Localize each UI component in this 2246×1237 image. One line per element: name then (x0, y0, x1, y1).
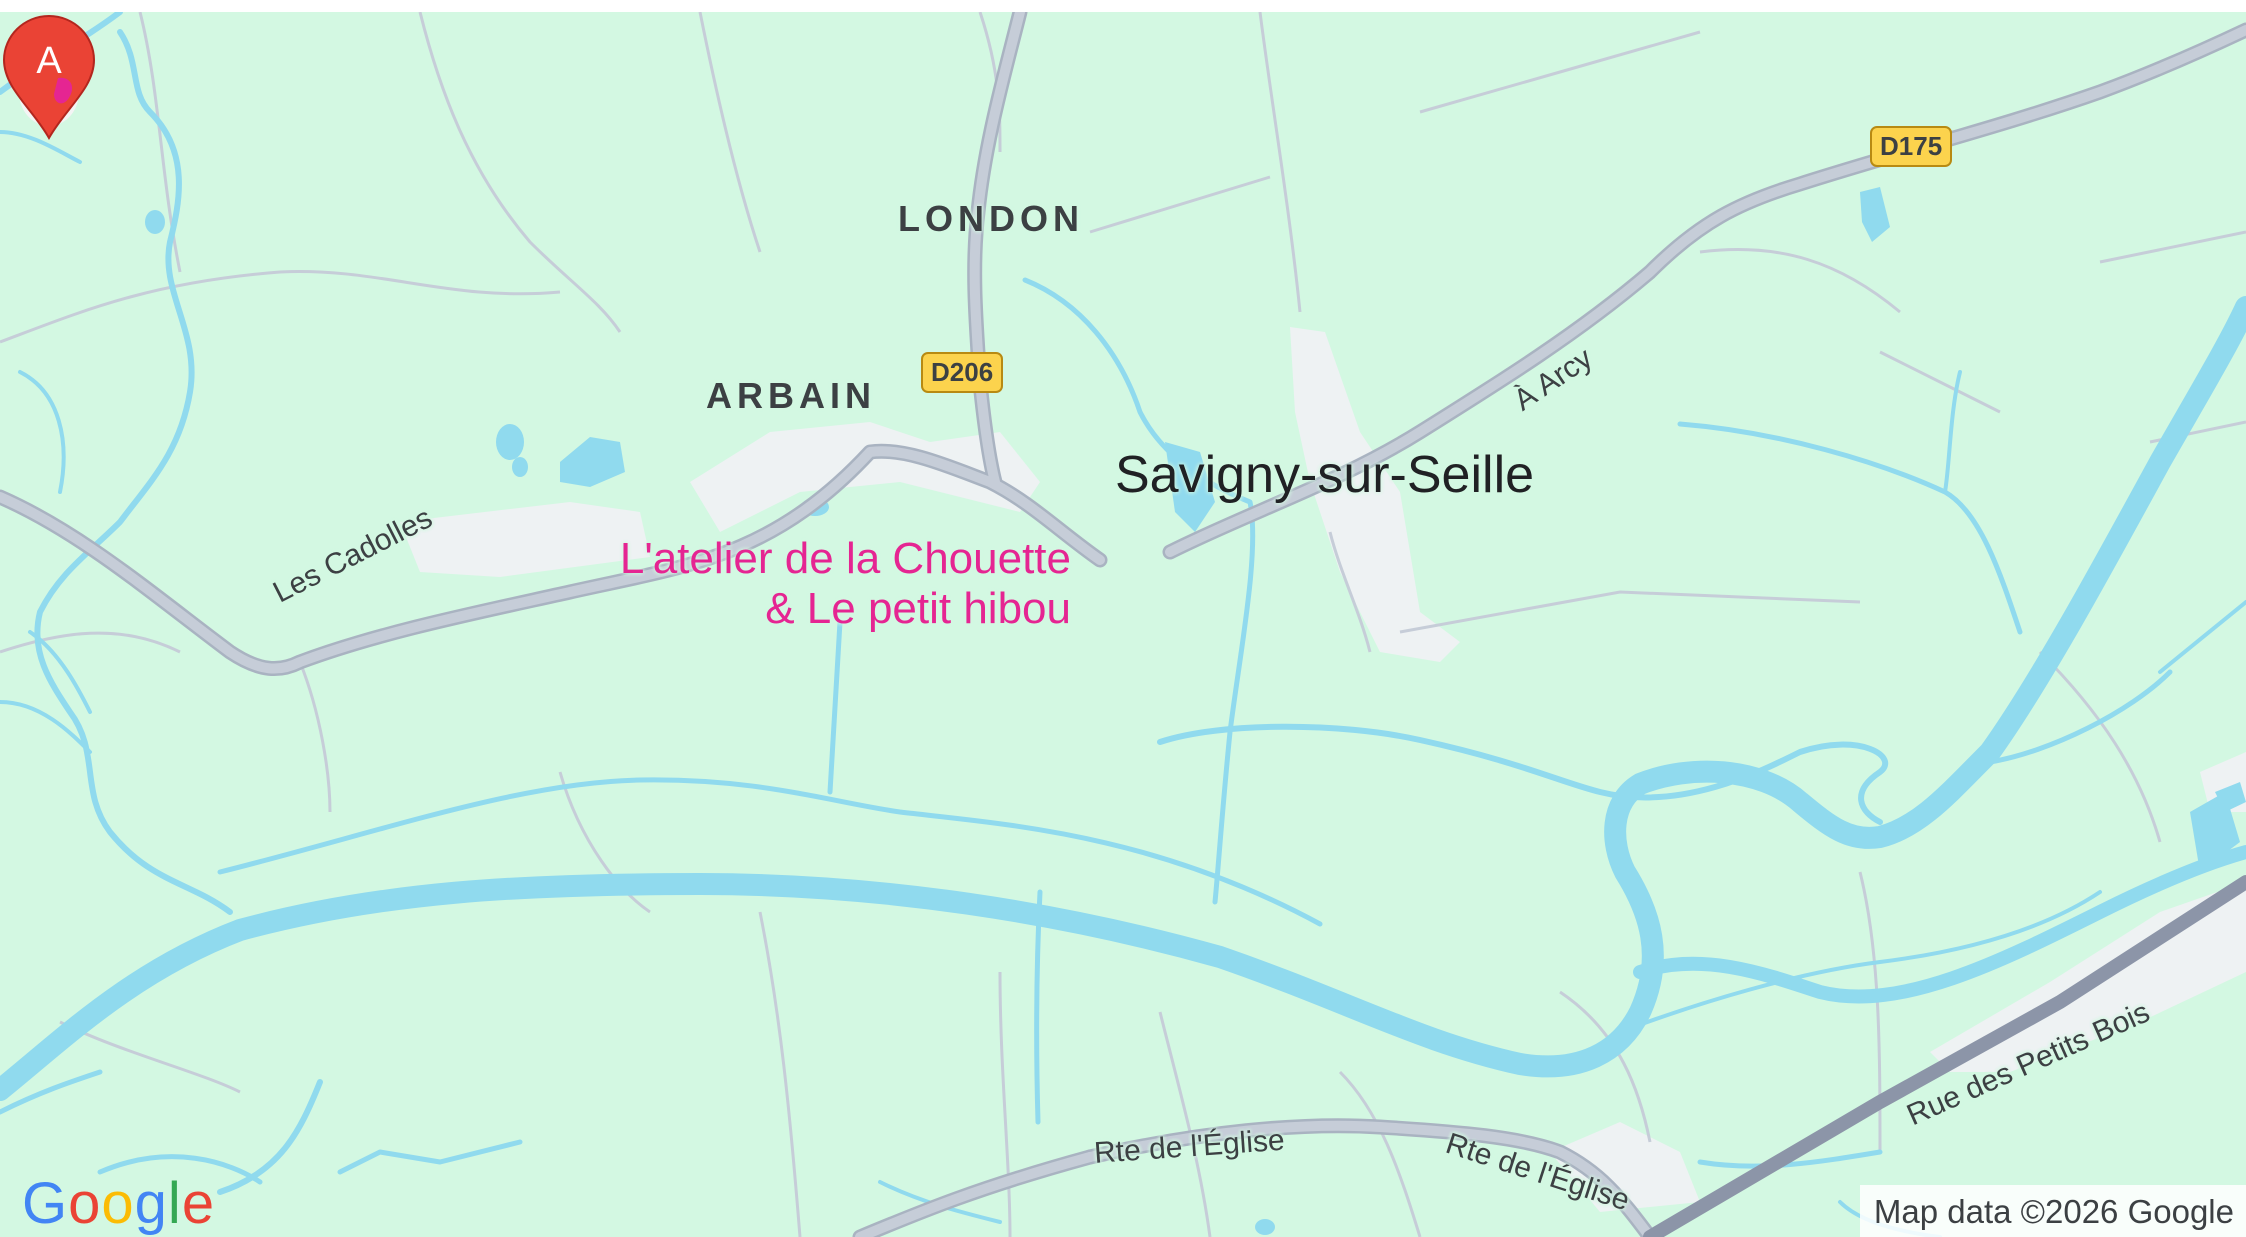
logo-letter-o1: o (68, 1171, 102, 1236)
place-label-arbain: ARBAIN (706, 375, 876, 416)
marker-pin-icon (2, 14, 96, 141)
highway (1643, 875, 2246, 1237)
logo-letter-o2: o (101, 1171, 135, 1236)
river (0, 296, 2246, 1101)
google-logo[interactable]: Google (22, 1170, 215, 1237)
poi-label-line2: & Le petit hibou (765, 584, 1071, 633)
logo-letter-e: e (181, 1171, 216, 1236)
ponds (145, 187, 2246, 1235)
road-shield-d206: D206 (921, 352, 1004, 393)
logo-letter-g2: g (134, 1171, 168, 1236)
main-roads (0, 12, 2246, 1237)
poi-label-line1: L'atelier de la Chouette (619, 534, 1071, 583)
water-features (0, 12, 2246, 1237)
map-base-layer (0, 12, 2246, 1237)
place-label-london: LONDON (898, 198, 1084, 239)
town-label[interactable]: Savigny-sur-Seille (1115, 446, 1535, 504)
map-canvas[interactable]: LONDON ARBAIN Savigny-sur-Seille D206 D1… (0, 12, 2246, 1237)
road-shield-d175: D175 (1870, 126, 1953, 167)
map-marker-a[interactable]: A (0, 12, 98, 142)
map-attribution[interactable]: Map data ©2026 Google (1859, 1185, 2246, 1237)
marker-letter: A (36, 40, 62, 82)
minor-roads (0, 12, 2246, 1237)
poi-shop-icon (54, 77, 73, 104)
logo-letter-l: l (167, 1171, 182, 1236)
river-branch (1633, 845, 2246, 1004)
logo-letter-g: G (22, 1171, 69, 1236)
poi-label[interactable]: L'atelier de la Chouette & Le petit hibo… (620, 534, 1071, 634)
